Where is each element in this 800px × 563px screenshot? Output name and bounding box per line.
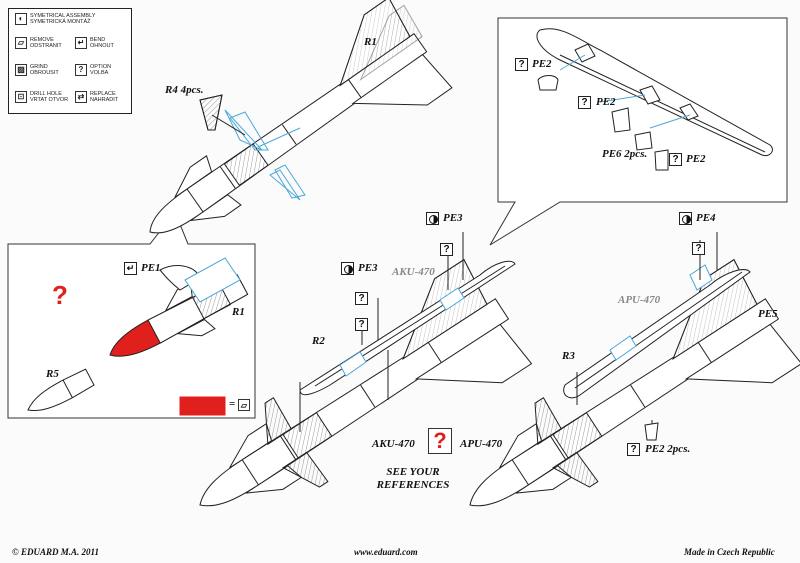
legend-text-cz: OHNOUT: [90, 43, 114, 49]
legend-text-cz: VOLBA: [90, 70, 109, 76]
legend-item-option: ? OPTION VOLBA: [75, 64, 111, 76]
label-pe6: PE6 2pcs.: [602, 148, 648, 160]
symmetrical-assembly-icon: [679, 212, 692, 225]
grind-icon: ▨: [15, 64, 27, 76]
reference-question-icon: ?: [52, 280, 68, 310]
footer-website: www.eduard.com: [354, 547, 418, 557]
legend-text-en: SYMETRICAL ASSEMBLY: [30, 13, 96, 19]
footer-origin: Made in Czech Republic: [684, 547, 775, 557]
see-references-note: SEE YOUR REFERENCES: [368, 466, 458, 492]
label-r3: R3: [562, 350, 575, 362]
legend-item-symmetrical: ◐ SYMETRICAL ASSEMBLY SYMETRICKÁ MONTÁŽ: [15, 13, 95, 25]
legend-item-bend: ↵ BEND OHNOUT: [75, 37, 114, 49]
missile-top: [149, 0, 453, 234]
legend-panel: ◐ SYMETRICAL ASSEMBLY SYMETRICKÁ MONTÁŽ …: [8, 8, 132, 114]
drill-hole-icon: ⊡: [15, 91, 27, 103]
option-icon: ?: [440, 243, 453, 256]
legend-text-cz: ODSTRANIT: [30, 43, 62, 49]
label-r1-left: R1: [232, 306, 245, 318]
legend-item-grind: ▨ GRIND OBROUSIT: [15, 64, 59, 76]
note-aku: AKU-470: [372, 438, 415, 450]
legend-text-en: BEND: [90, 37, 106, 43]
label-r2: R2: [312, 335, 325, 347]
symmetrical-assembly-icon: [426, 212, 439, 225]
label-pe4: PE4: [696, 212, 716, 224]
label-r4: R4 4pcs.: [165, 84, 204, 96]
replace-icon: ⇄: [75, 91, 87, 103]
reference-question-icon: ?: [428, 428, 452, 454]
label-pe1: PE1: [141, 262, 161, 274]
label-pe3-b: PE3: [358, 262, 378, 274]
label-aku-rail: AKU-470: [392, 266, 435, 278]
legend-text-en: GRIND: [30, 64, 48, 70]
nose-detail: [27, 257, 249, 416]
legend-text-en: REPLACE: [90, 91, 116, 97]
bend-icon: ↵: [75, 37, 87, 49]
legend-text-en: OPTION: [90, 64, 112, 70]
label-pe2-b: PE2: [596, 96, 616, 108]
note-line-2: REFERENCES: [376, 479, 450, 491]
label-pe2-c: PE2: [686, 153, 706, 165]
bend-icon: ↵: [124, 262, 137, 275]
label-pe2-d: PE2 2pcs.: [645, 443, 691, 455]
note-line-1: SEE YOUR: [386, 466, 440, 478]
legend-text-cz: VRTAT OTVOR: [30, 97, 69, 103]
legend-item-replace: ⇄ REPLACE NAHRADIT: [75, 91, 118, 103]
missile-apu: [469, 232, 800, 507]
legend-text-en: DRILL HOLE: [30, 91, 62, 97]
option-icon: ?: [355, 292, 368, 305]
legend-text-cz: NAHRADIT: [90, 97, 119, 103]
detail-rail-top: [536, 28, 773, 171]
label-pe3-a: PE3: [443, 212, 463, 224]
note-apu: APU-470: [460, 438, 503, 450]
label-apu-rail: APU-470: [618, 294, 661, 306]
replace-equals: =: [229, 398, 236, 410]
remove-icon: ▱: [238, 399, 250, 411]
footer-copyright: © EDUARD M.A. 2011: [12, 547, 99, 557]
symmetrical-assembly-icon: [341, 262, 354, 275]
remove-icon: ▱: [15, 37, 27, 49]
missile-aku: [199, 232, 533, 507]
label-pe2-a: PE2: [532, 58, 552, 70]
label-r5: R5: [46, 368, 59, 380]
option-icon: ?: [669, 153, 682, 166]
option-icon: ?: [355, 318, 368, 331]
label-r1-top: R1: [364, 36, 377, 48]
legend-item-remove: ▱ REMOVE ODSTRANIT: [15, 37, 62, 49]
legend-text-en: REMOVE: [30, 37, 54, 43]
legend-text-cz: SYMETRICKÁ MONTÁŽ: [30, 19, 91, 25]
option-icon: ?: [515, 58, 528, 71]
option-icon: ?: [578, 96, 591, 109]
detail-callout-left: [7, 211, 256, 419]
detail-callout-right: [489, 17, 788, 246]
label-pe5: PE5: [758, 308, 778, 320]
symmetrical-assembly-icon: ◐: [15, 13, 27, 25]
legend-item-drill: ⊡ DRILL HOLE VRTAT OTVOR: [15, 91, 68, 103]
option-icon: ?: [692, 242, 705, 255]
legend-text-cz: OBROUSIT: [30, 70, 59, 76]
option-icon: ?: [75, 64, 87, 76]
option-icon: ?: [627, 443, 640, 456]
